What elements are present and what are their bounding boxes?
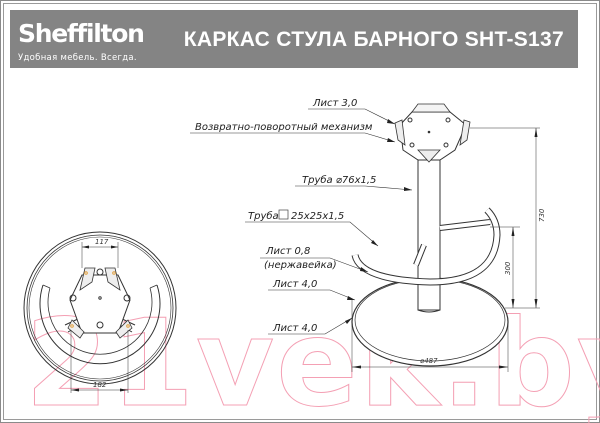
brand-tagline: Удобная мебель. Всегда. (18, 53, 137, 63)
label-square-tube: Труба (248, 210, 279, 222)
top-view (23, 231, 177, 393)
brand-logo: Sheffilton (18, 19, 145, 48)
dimension-total-height: 730 (538, 208, 546, 222)
label-round-tube: Труба ⌀76x1,5 (302, 174, 376, 186)
label-stainless: (нержавейка) (264, 260, 337, 271)
header-bar: Sheffilton Удобная мебель. Всегда. КАРКА… (10, 10, 578, 68)
dimension-base-diameter: ⌀487 (420, 357, 438, 365)
page-title: КАРКАС СТУЛА БАРНОГО SHT-S137 (183, 28, 564, 51)
dimension-plate-width: 117 (95, 238, 109, 246)
label-sheet-4-b: Лист 4,0 (272, 323, 317, 334)
dimension-footrest-span: 182 (93, 381, 107, 389)
square-profile-icon (278, 209, 289, 220)
label-square-tube-size: 25x25x1,5 (291, 211, 344, 222)
label-swivel-mechanism: Возвратно-поворотный механизм (195, 122, 373, 133)
side-view (351, 103, 540, 372)
label-sheet-3: Лист 3,0 (312, 98, 357, 109)
leader-lines (190, 108, 413, 335)
label-sheet-4-a: Лист 4,0 (272, 279, 317, 290)
leader-arrows (345, 119, 412, 324)
inner-frame (3, 3, 597, 420)
label-sheet-08: Лист 0,8 (265, 246, 310, 257)
dimension-footrest-height: 300 (504, 261, 512, 275)
